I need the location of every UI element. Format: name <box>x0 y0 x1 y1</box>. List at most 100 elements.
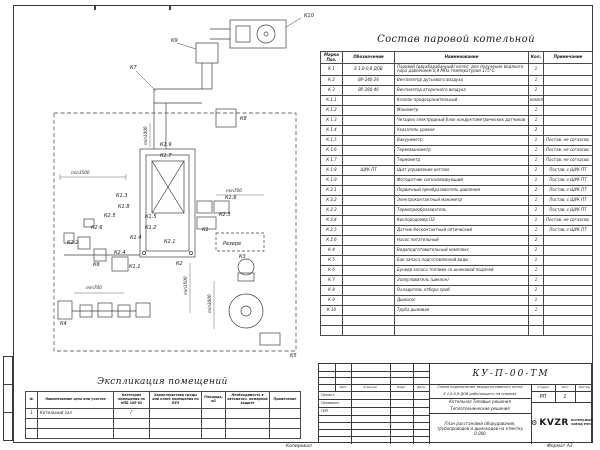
table-cell: Паровой (двухбарабанный) котел, для полу… <box>394 63 529 76</box>
table-cell <box>342 104 395 116</box>
table-cell <box>543 114 593 126</box>
hdr-sheet: Лист <box>339 384 347 389</box>
table-cell: Бак запаса подготовленной воды <box>394 254 529 266</box>
table-row <box>320 314 593 326</box>
table-cell <box>149 428 202 439</box>
table-cell: Фотодатчик сигнализирующий <box>394 174 529 186</box>
table-cell: К 1.8 <box>320 164 343 176</box>
table-cell: Дымосос <box>394 294 529 306</box>
table-cell: Постав. с ЩУК ПТ <box>543 194 593 206</box>
doc-title-line2: Е 1,0-0,9 ДОВ работающего на опилках <box>443 392 517 397</box>
table-cell: компл <box>528 94 544 106</box>
col-header-fire: Необходимость в автоматич. пожарной защи… <box>225 391 270 409</box>
table-cell <box>342 234 395 246</box>
table-cell: К 5 <box>320 254 343 266</box>
table-cell <box>342 314 395 326</box>
stage-label: Стадия <box>537 384 549 389</box>
table-cell: Электроконтактный манометр <box>394 194 529 206</box>
dim-min3000: min3000 <box>207 294 212 313</box>
table-cell <box>528 324 544 336</box>
table-cell <box>342 324 395 336</box>
boiler-plan-diagram: К10 К9 К7 К8 К1.9 К1.7 К1.3 К1.8 К1.6 К2… <box>53 5 314 359</box>
table-cell <box>269 418 301 429</box>
plan-title: План расстановки оборудования, трубопров… <box>436 420 524 437</box>
callout-k2-3: К2.3 <box>219 212 231 218</box>
table-cell: 1 <box>528 264 544 276</box>
col-header-note2: Примечание <box>269 391 301 409</box>
table-cell <box>113 428 150 439</box>
table-cell: Кислородомер О2 <box>394 214 529 226</box>
table-cell: К 2 <box>320 74 343 86</box>
margin-cell <box>3 356 13 385</box>
table-cell: Котельный зал <box>37 408 114 419</box>
table-cell <box>543 284 593 296</box>
table-cell: 1 <box>528 114 544 126</box>
table-cell: К 1.6 <box>320 144 343 156</box>
col-header-category: Категория помещения по НПБ 105-03 <box>113 391 150 409</box>
table-cell <box>201 428 226 439</box>
table-cell: Бункер запаса топлива со шнековой подаче… <box>394 264 529 276</box>
sheet-value: 1 <box>563 393 567 400</box>
table-cell: Постав. не согласов. <box>543 134 593 146</box>
sheet-label: Лист <box>561 384 569 389</box>
table-cell: ВР 280-46 <box>342 84 395 96</box>
table-cell: 1 <box>528 174 544 186</box>
table-cell: К 1 <box>320 63 343 76</box>
table-cell <box>113 418 150 429</box>
table-cell: 1 <box>528 84 544 96</box>
gear-icon: ⚙ <box>531 419 538 427</box>
table-cell <box>528 314 544 326</box>
table-cell <box>543 94 593 106</box>
org-line1: Котельная Типовые решения <box>449 399 511 405</box>
table-cell <box>543 264 593 276</box>
callout-k1-9: К1.9 <box>160 142 172 148</box>
dim-min1500-left: min1500 <box>71 170 90 175</box>
table-cell <box>342 154 395 166</box>
callout-k2-1: К2.1 <box>164 239 176 245</box>
table-cell <box>543 274 593 286</box>
table-cell <box>342 284 395 296</box>
table-cell: Вентилятор вторичного воздуха <box>394 84 529 96</box>
doc-title-line1: Схема подключения твердотопливного котла <box>437 385 523 390</box>
table-cell: Термопреобразователь <box>394 204 529 216</box>
role-designer: Проект. <box>321 392 336 397</box>
table-cell: Г <box>113 408 150 419</box>
callout-k1-5: К1.5 <box>145 214 157 220</box>
sheets-label: Листов <box>578 384 590 389</box>
callout-k2-4: К2.4 <box>114 250 126 256</box>
table-cell <box>225 418 270 429</box>
col-header-note: Примечание <box>543 51 593 64</box>
callout-k2-5: К2.5 <box>104 213 116 219</box>
callout-k1-1: К1.1 <box>129 264 141 270</box>
table-cell: Датчик бесконтактный оптический <box>394 224 529 236</box>
hdr-sign: Подп. <box>396 384 407 389</box>
table-cell: 1 <box>528 63 544 76</box>
table-cell <box>543 324 593 336</box>
dim-min1500-mid: min1500 <box>183 276 188 295</box>
org-line2: Теплотехнические решения <box>450 406 510 412</box>
hdr-date: Дата <box>417 384 425 389</box>
table-cell: Термоманометр <box>394 144 529 156</box>
table-cell: Постав. с ЩУК ПТ <box>543 224 593 236</box>
table-cell <box>201 408 226 419</box>
table-cell <box>342 204 395 216</box>
table-cell <box>225 428 270 439</box>
table-cell: 1 <box>528 104 544 116</box>
equipment-spec-section: Состав паровой котельной Марка Поз. Обоз… <box>320 34 593 336</box>
table-cell: К 4 <box>320 244 343 256</box>
table-cell: ВР-240-26 <box>342 74 395 86</box>
callout-k2-2: К2.2 <box>67 240 79 246</box>
table-cell <box>342 174 395 186</box>
table-cell <box>543 104 593 116</box>
table-cell <box>37 428 114 439</box>
